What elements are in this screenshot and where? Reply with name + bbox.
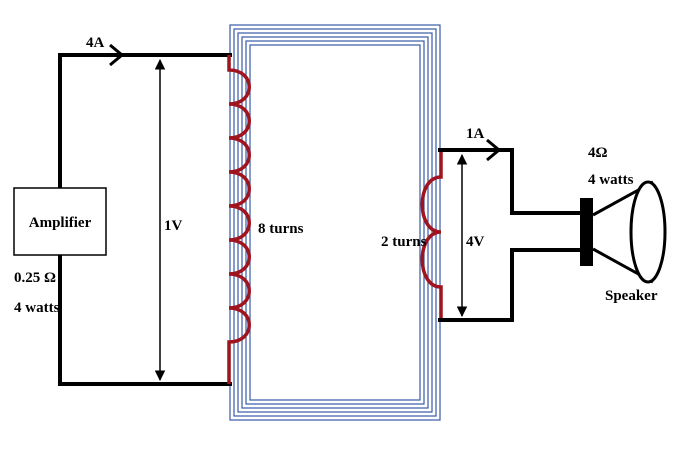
amplifier-power-label: 4 watts: [14, 300, 60, 316]
amplifier-label: Amplifier: [29, 215, 92, 231]
primary-voltage-label: 1V: [164, 218, 183, 234]
secondary-coil: [420, 150, 443, 320]
amplifier-impedance-label: 0.25 Ω: [14, 270, 56, 286]
primary-coil: [227, 55, 251, 384]
speaker-power-label: 4 watts: [588, 172, 634, 188]
secondary-current-label: 1A: [466, 126, 485, 142]
secondary-current-arrow: [486, 138, 502, 162]
primary-wires: [58, 53, 232, 386]
secondary-wires: [438, 148, 582, 322]
speaker-icon: [580, 180, 667, 284]
speaker-label: Speaker: [605, 288, 658, 304]
primary-turns-label: 8 turns: [258, 221, 304, 237]
primary-current-label: 4A: [86, 35, 105, 51]
amplifier-box: [13, 187, 107, 256]
primary-current-arrow: [109, 43, 125, 67]
secondary-voltage-label: 4V: [466, 234, 485, 250]
secondary-turns-label: 2 turns: [381, 234, 427, 250]
speaker-impedance-label: 4Ω: [588, 145, 608, 161]
